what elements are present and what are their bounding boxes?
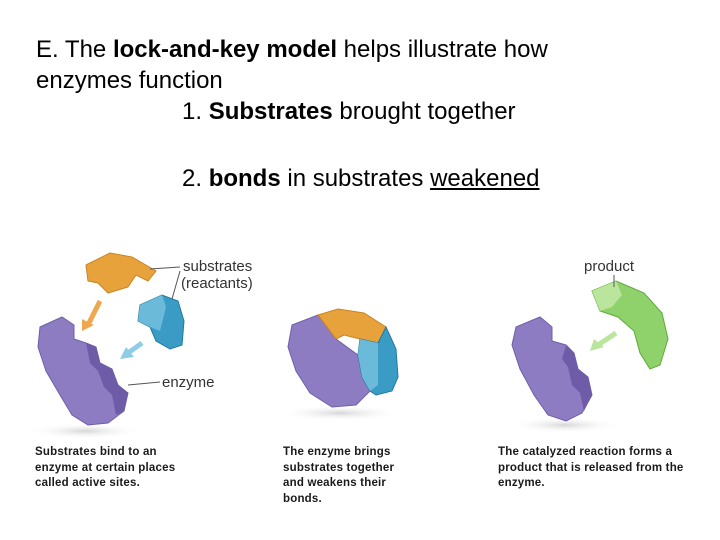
point-2: 2. bonds in substrates weakened [36, 163, 696, 194]
panel-1-arrowhead-blue [120, 347, 134, 359]
enzyme-diagram [27, 252, 669, 439]
heading-line-1: E. The lock-and-key model helps illustra… [36, 34, 696, 65]
point-1-number: 1. [182, 98, 209, 125]
substrates-leader-line-2 [171, 270, 181, 300]
panel-2-substrate-blue-face [358, 339, 378, 391]
panel-1-substrate-blue-face [138, 295, 166, 331]
panel-2 [278, 308, 402, 421]
heading-prefix: E. The [36, 36, 113, 63]
heading-bold: lock-and-key model [112, 36, 337, 63]
point-1-bold: Substrates [208, 98, 333, 125]
panel-3-enzyme-edge [562, 345, 592, 411]
point-1: 1. Substrates brought together [36, 96, 696, 127]
point-1-text: brought together [332, 98, 516, 125]
panel-3-arrow [596, 330, 618, 348]
heading-suffix: helps illustrate how [337, 36, 548, 63]
panel-3 [509, 275, 669, 433]
panel-3-product-face [592, 281, 622, 311]
point-2-number: 2. [182, 165, 209, 192]
label-product: product [584, 258, 635, 275]
substrates-leader-line-1 [149, 266, 181, 270]
panel-3-shadow [509, 417, 621, 433]
caption-panel-2: The enzyme brings substrates together an… [283, 446, 395, 505]
panel-1-enzyme-edge [86, 343, 128, 415]
slide-body: E. The lock-and-key model helps illustra… [36, 34, 696, 194]
label-reactants: (reactants) [181, 275, 253, 292]
label-substrates: substrates [183, 258, 253, 275]
enzyme-leader-line [127, 381, 161, 386]
panel-1-substrate-orange [85, 252, 157, 294]
panel-1-arrow-orange [85, 299, 103, 327]
caption-panel-3: The catalyzed reaction forms a product t… [498, 446, 684, 489]
panel-3-enzyme [511, 316, 593, 422]
panel-1-shadow [27, 423, 143, 439]
point-2-text: in substrates [280, 165, 431, 192]
caption-panel-1: Substrates bind to an enzyme at certain … [35, 446, 176, 489]
enzyme-figure: substrates (reactants) enzyme product Su… [0, 235, 720, 540]
panel-3-arrowhead [590, 339, 604, 351]
panel-1-arrow-blue [126, 340, 144, 356]
point-2-bold: bonds [208, 165, 281, 192]
heading-line-2: enzymes function [36, 67, 223, 94]
point-2-underlined: weakened [430, 165, 540, 192]
panel-1-arrowhead-orange [82, 319, 94, 331]
panel-2-shadow [278, 405, 402, 421]
panel-1 [27, 252, 185, 439]
panel-1-enzyme [37, 316, 129, 426]
label-enzyme: enzyme [162, 374, 215, 391]
